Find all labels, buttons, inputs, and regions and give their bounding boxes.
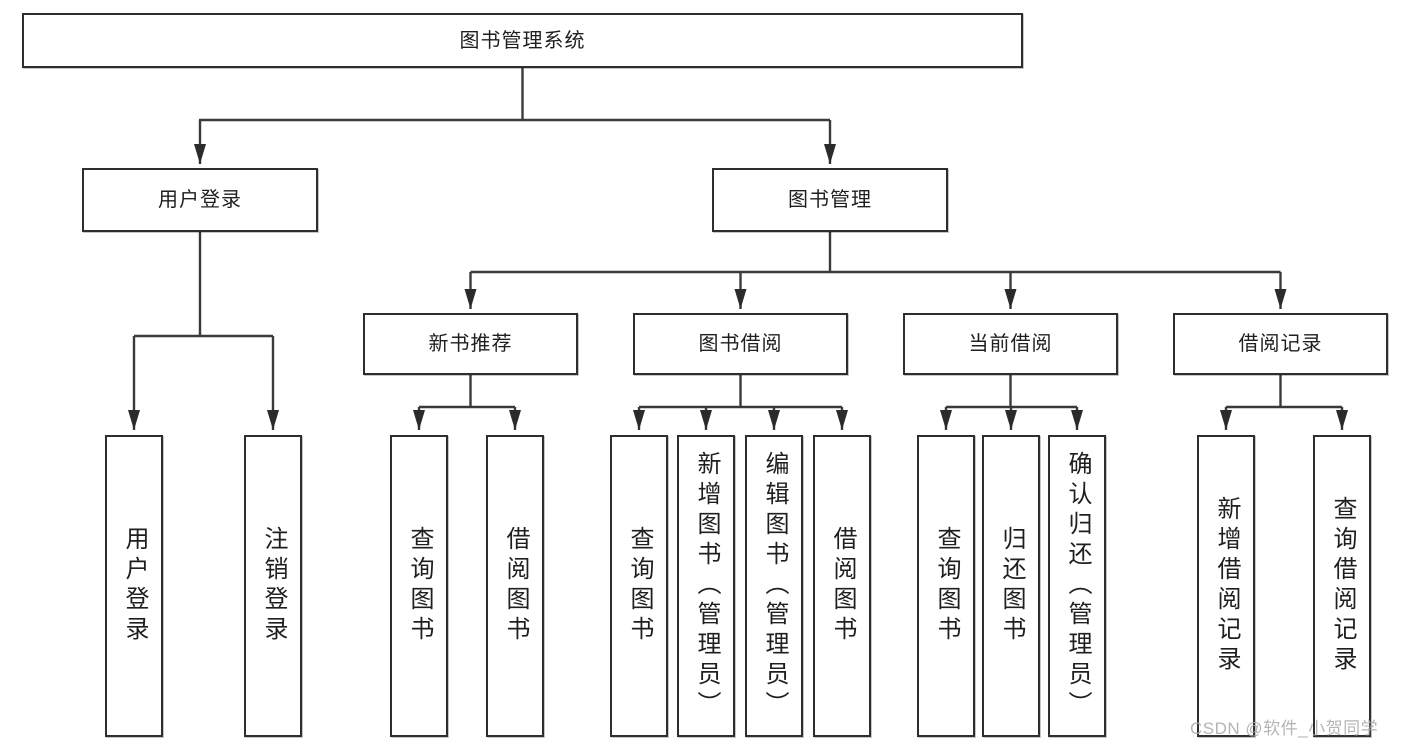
leaf-query-books-recommend: 查询图书 bbox=[390, 435, 448, 737]
node-current-borrowing: 当前借阅 bbox=[903, 313, 1118, 375]
leaf-borrow-books-borrowing: 借阅图书 bbox=[813, 435, 871, 737]
node-library-system: 图书管理系统 bbox=[22, 13, 1023, 68]
node-new-book-recommendation: 新书推荐 bbox=[363, 313, 578, 375]
leaf-borrow-books-recommend: 借阅图书 bbox=[486, 435, 544, 737]
leaf-user-login: 用户登录 bbox=[105, 435, 163, 737]
leaf-query-borrow-record: 查询借阅记录 bbox=[1313, 435, 1371, 737]
leaf-edit-book-admin: 编辑图书（管理员） bbox=[745, 435, 803, 737]
watermark-text: CSDN @软件_小贺同学 bbox=[1190, 719, 1379, 738]
node-borrowing-records: 借阅记录 bbox=[1173, 313, 1388, 375]
node-book-management: 图书管理 bbox=[712, 168, 948, 232]
leaf-query-books-borrowing: 查询图书 bbox=[610, 435, 668, 737]
leaf-return-books: 归还图书 bbox=[982, 435, 1040, 737]
node-user-login: 用户登录 bbox=[82, 168, 318, 232]
leaf-query-books-current: 查询图书 bbox=[917, 435, 975, 737]
leaf-add-book-admin: 新增图书（管理员） bbox=[677, 435, 735, 737]
node-book-borrowing: 图书借阅 bbox=[633, 313, 848, 375]
leaf-confirm-return-admin: 确认归还（管理员） bbox=[1048, 435, 1106, 737]
leaf-logout: 注销登录 bbox=[244, 435, 302, 737]
leaf-add-borrow-record: 新增借阅记录 bbox=[1197, 435, 1255, 737]
